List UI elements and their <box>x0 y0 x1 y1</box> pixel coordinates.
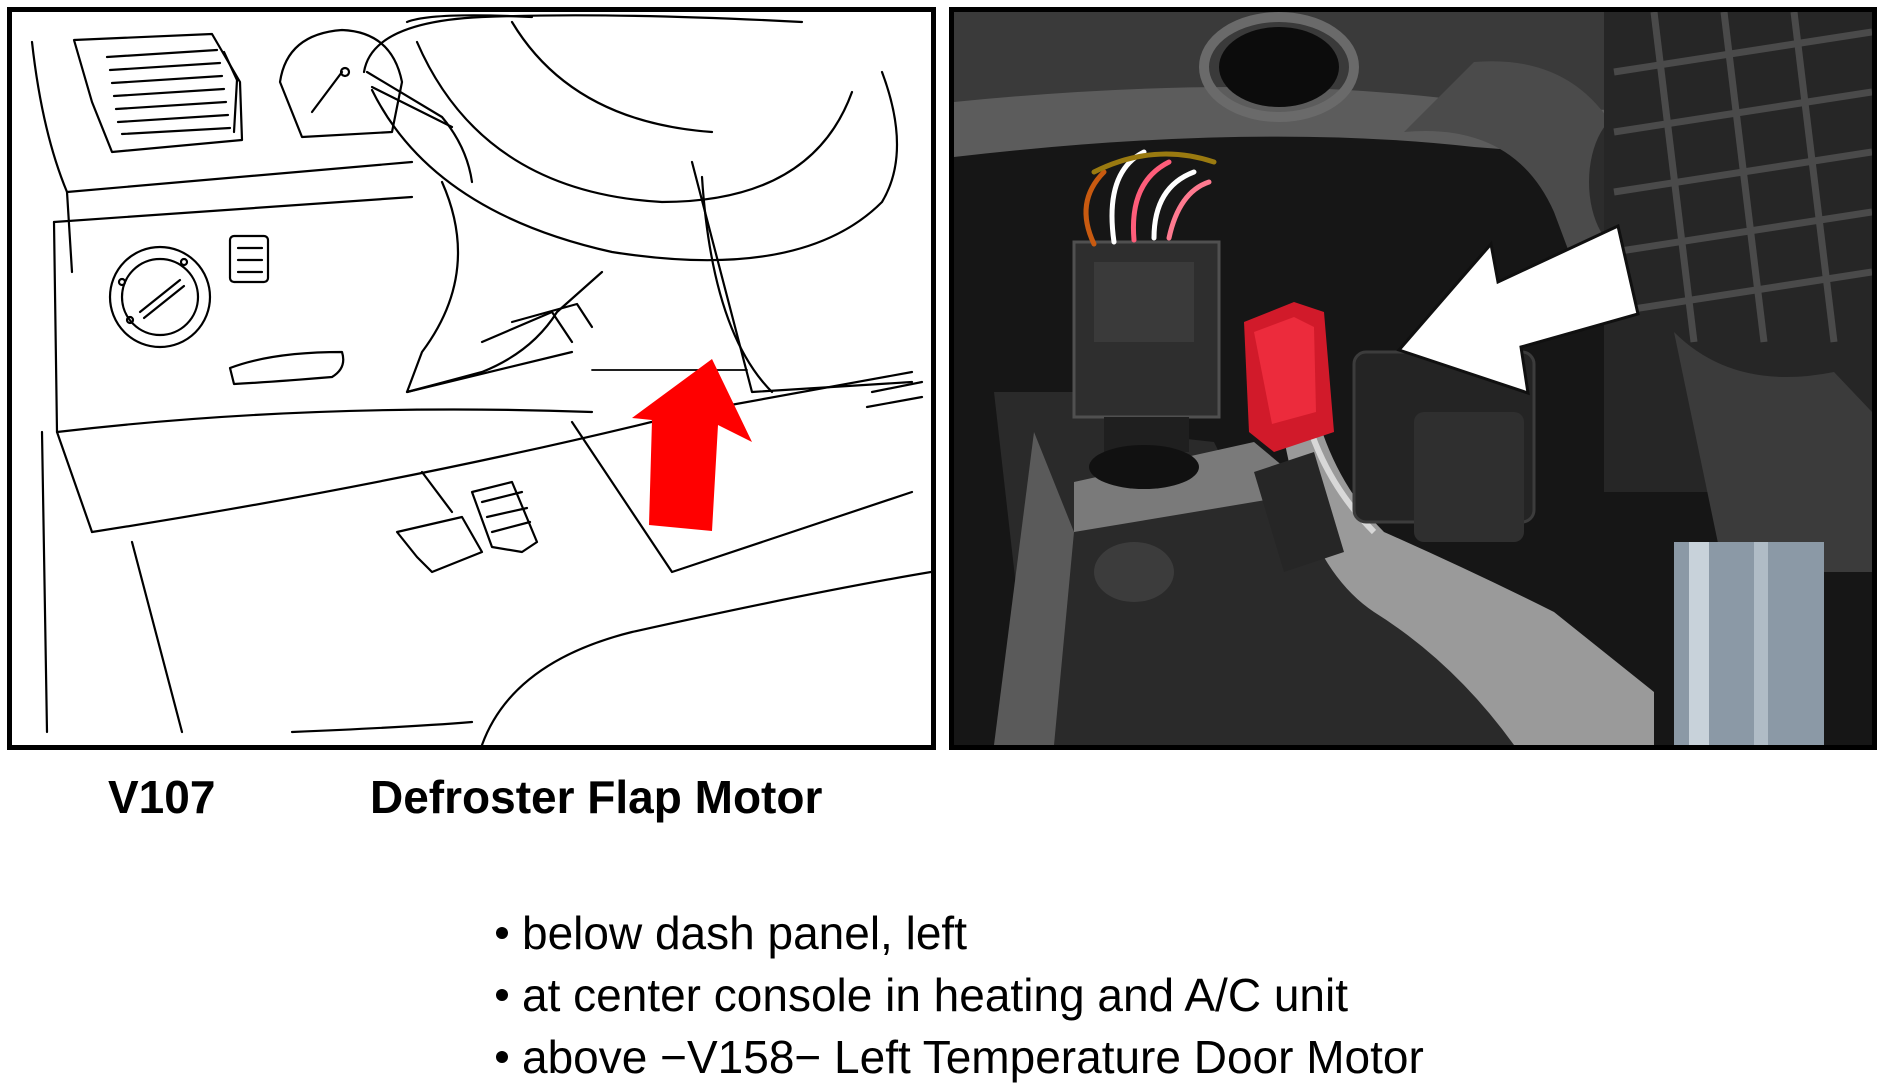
location-note-text: at center console in heating and A/C uni… <box>522 969 1349 1021</box>
location-note: below dash panel, left <box>496 902 1424 964</box>
dashboard-drawing-icon <box>30 14 931 745</box>
component-code: V107 <box>108 771 216 823</box>
red-pointer-arrow-icon <box>632 359 752 531</box>
air-vent-icon <box>72 32 244 154</box>
bullet-icon <box>496 989 508 1001</box>
dashboard-location-drawing <box>7 7 936 750</box>
location-note: above −V158− Left Temperature Door Motor <box>496 1026 1424 1088</box>
location-notes-list: below dash panel, left at center console… <box>496 902 1424 1088</box>
location-note-text: below dash panel, left <box>522 907 967 959</box>
light-switch-icon <box>108 245 212 349</box>
location-note-text: above −V158− Left Temperature Door Motor <box>522 1031 1424 1083</box>
component-name: Defroster Flap Motor <box>370 771 823 823</box>
heater-unit-photo <box>949 7 1877 750</box>
bullet-icon <box>496 927 508 939</box>
bullet-icon <box>496 1051 508 1063</box>
heater-unit-photo-icon <box>954 12 1872 745</box>
location-note: at center console in heating and A/C uni… <box>496 964 1424 1026</box>
white-pointer-arrow-icon <box>1396 223 1640 396</box>
